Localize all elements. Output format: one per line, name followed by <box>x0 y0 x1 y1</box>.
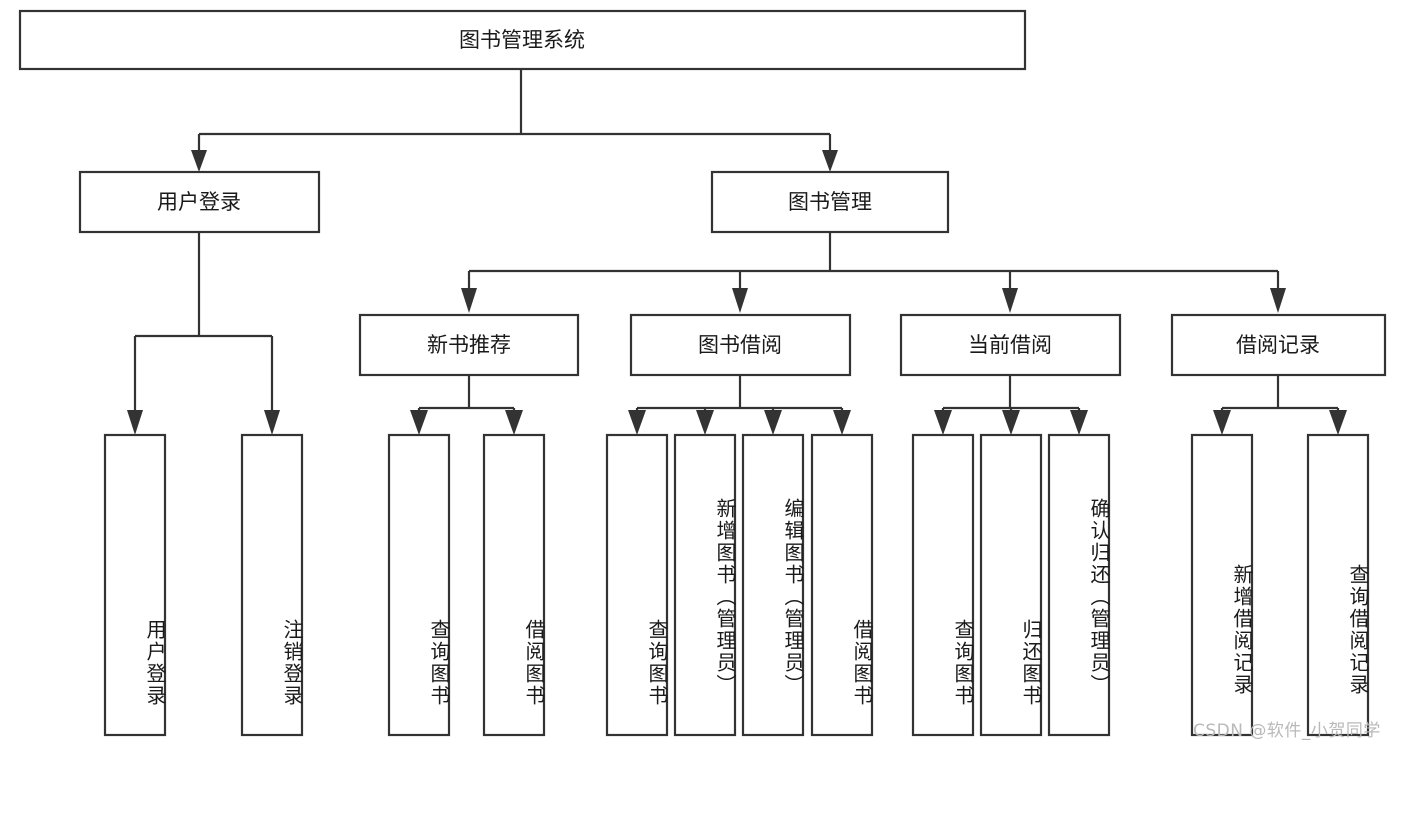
arrow-head-leaf-logout <box>264 410 280 435</box>
arrow-head-book-manage <box>822 150 838 172</box>
node-box-user-login[interactable] <box>78 170 321 234</box>
node-box-borrow-record[interactable] <box>1170 313 1387 377</box>
arrow-head-leaf-borrow-book-1 <box>505 410 523 435</box>
node-box-root[interactable] <box>18 9 1027 71</box>
label-current-borrow: 当前借阅 <box>968 333 1052 357</box>
node-box-book-borrow[interactable] <box>629 313 852 377</box>
node-box-current-borrow[interactable] <box>899 313 1122 377</box>
csdn-watermark: CSDN @软件_小贺同学 <box>1193 721 1381 741</box>
label-book-borrow: 图书借阅 <box>698 333 782 357</box>
label-borrow-record: 借阅记录 <box>1236 333 1320 357</box>
arrow-head-current-borrow <box>1002 288 1018 313</box>
arrow-head-leaf-add-record <box>1213 410 1231 435</box>
node-box-leaf-borrow-book-2[interactable] <box>810 433 874 737</box>
node-box-leaf-query-book-3[interactable] <box>911 433 975 737</box>
node-box-leaf-query-book-2[interactable] <box>605 433 669 737</box>
node-box-leaf-return-book[interactable] <box>979 433 1043 737</box>
arrow-head-leaf-query-book-3 <box>934 410 952 435</box>
arrow-head-user-login <box>191 150 207 172</box>
arrow-head-leaf-user-login <box>127 410 143 435</box>
arrow-head-leaf-query-book-1 <box>410 410 428 435</box>
node-box-book-manage[interactable] <box>710 170 950 234</box>
label-user-login: 用户登录 <box>157 190 241 214</box>
arrow-head-book-borrow <box>732 288 748 313</box>
node-box-leaf-borrow-book-1[interactable] <box>482 433 546 737</box>
arrow-head-leaf-query-book-2 <box>628 410 646 435</box>
node-box-leaf-add-book[interactable] <box>673 433 737 737</box>
flowchart-canvas: 图书管理系统 用户登录 图书管理 新书推荐 图书借阅 当前借阅 借阅记录 用户登… <box>18 9 1387 741</box>
node-box-new-book-rec[interactable] <box>358 313 580 377</box>
label-book-manage: 图书管理 <box>788 190 872 214</box>
flowchart-svg: 图书管理系统 用户登录 图书管理 新书推荐 图书借阅 当前借阅 借阅记录 <box>18 9 1387 737</box>
arrow-head-borrow-record <box>1270 288 1286 313</box>
node-box-leaf-query-record[interactable] <box>1306 433 1370 737</box>
node-box-leaf-add-record[interactable] <box>1190 433 1254 737</box>
node-box-leaf-confirm-return[interactable] <box>1047 433 1111 737</box>
arrow-head-leaf-borrow-book-2 <box>833 410 851 435</box>
arrow-head-leaf-return-book <box>1002 410 1020 435</box>
arrow-head-new-book-rec <box>461 288 477 313</box>
node-box-leaf-edit-book[interactable] <box>741 433 805 737</box>
arrow-head-leaf-edit-book <box>764 410 782 435</box>
node-label-group: 图书管理系统 用户登录 图书管理 新书推荐 图书借阅 当前借阅 借阅记录 <box>157 28 1320 357</box>
label-new-book-rec: 新书推荐 <box>427 333 511 357</box>
node-box-leaf-logout[interactable] <box>240 433 304 737</box>
arrow-head-leaf-confirm-return <box>1070 410 1088 435</box>
connector-group <box>127 69 1347 435</box>
arrow-head-leaf-query-record <box>1329 410 1347 435</box>
node-box-leaf-query-book-1[interactable] <box>387 433 451 737</box>
arrow-head-leaf-add-book <box>696 410 714 435</box>
node-box-leaf-user-login[interactable] <box>103 433 167 737</box>
label-root: 图书管理系统 <box>459 28 585 52</box>
node-box-group <box>18 9 1387 737</box>
